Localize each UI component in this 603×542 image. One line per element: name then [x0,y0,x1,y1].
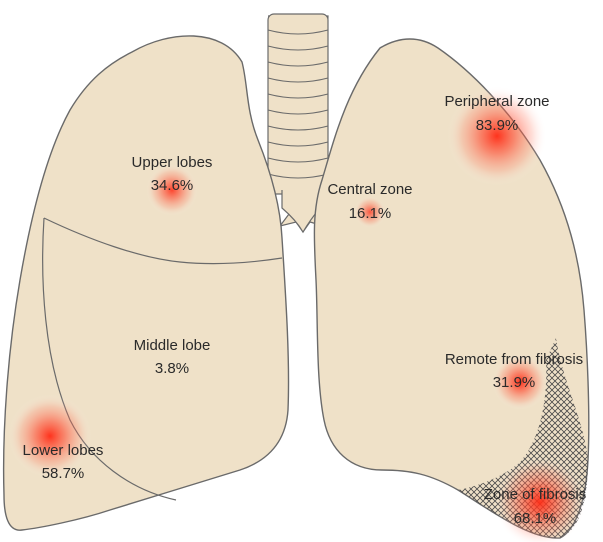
region-label: Upper lobes [132,154,213,171]
region-value: 58.7% [42,465,85,482]
region-label: Remote from fibrosis [445,351,583,368]
region-label: Zone of fibrosis [484,486,587,503]
region-label: Lower lobes [23,442,104,459]
region-value: 83.9% [476,117,519,134]
region-value: 68.1% [514,510,557,527]
region-value: 3.8% [155,360,189,377]
region-value: 31.9% [493,374,536,391]
region-value: 34.6% [151,177,194,194]
region-label: Central zone [327,181,412,198]
region-label: Peripheral zone [444,93,549,110]
region-label: Middle lobe [134,337,211,354]
region-value: 16.1% [349,205,392,222]
